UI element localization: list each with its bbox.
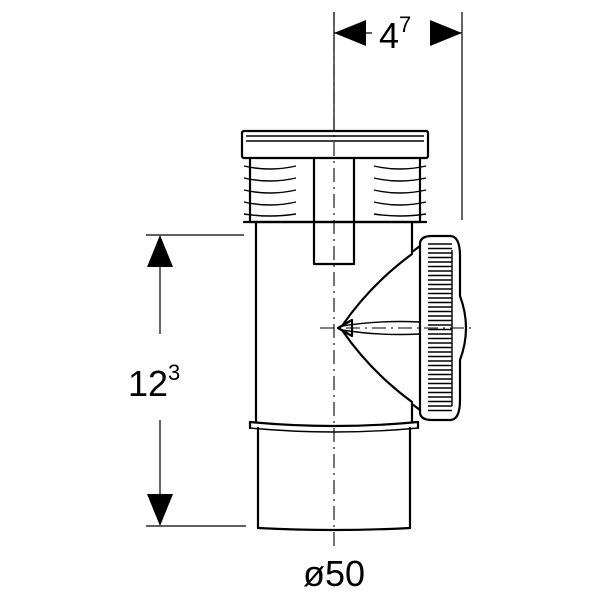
socket-slot — [312, 156, 356, 266]
dimension-top-superscript: 7 — [399, 12, 411, 37]
diameter-label: ø50 — [303, 553, 365, 594]
dimension-height: 123 — [128, 234, 246, 527]
dimension-top-offset: 47 — [333, 12, 463, 220]
dimension-arrow-down — [147, 494, 173, 526]
svg-text:123: 123 — [128, 360, 180, 404]
dimension-arrow-left — [334, 20, 366, 46]
dimension-height-value: 12 — [128, 363, 168, 404]
cap-ribs — [428, 243, 452, 412]
socket-thread-left — [243, 165, 297, 217]
dimension-arrow-up — [147, 235, 173, 267]
access-cone — [336, 244, 422, 412]
dimension-height-superscript: 3 — [168, 360, 180, 385]
dimension-top-value: 4 — [379, 15, 399, 56]
socket-thread-right — [373, 165, 427, 217]
svg-text:47: 47 — [379, 12, 411, 56]
top-socket — [240, 129, 430, 266]
pipe-body — [248, 220, 420, 532]
dimension-arrow-right — [430, 20, 462, 46]
screw-cap — [418, 234, 468, 422]
